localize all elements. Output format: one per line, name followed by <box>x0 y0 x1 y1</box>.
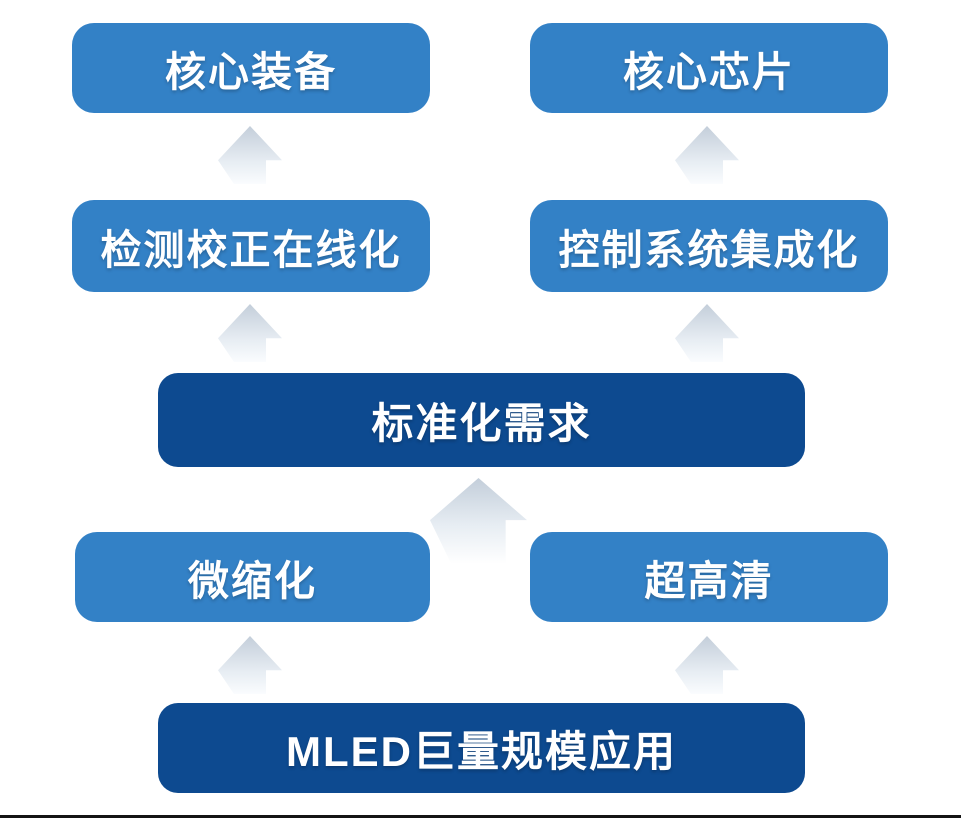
bottom-divider <box>0 815 961 818</box>
node-control-system: 控制系统集成化 <box>530 200 888 292</box>
up-arrow-icon <box>218 126 282 184</box>
node-miniaturization-label: 微缩化 <box>188 558 317 604</box>
up-arrow-icon <box>675 636 739 694</box>
big-up-arrow-icon <box>430 478 527 564</box>
up-arrow-icon <box>218 636 282 694</box>
up-arrow-icon <box>675 304 739 362</box>
node-inspection-correction-label: 检测校正在线化 <box>100 227 402 273</box>
node-inspection-correction: 检测校正在线化 <box>72 200 430 292</box>
node-mled-application: MLED巨量规模应用 <box>158 703 805 793</box>
node-ultra-hd-label: 超高清 <box>644 558 774 604</box>
node-miniaturization: 微缩化 <box>75 532 430 622</box>
up-arrow-icon <box>218 304 282 362</box>
up-arrow-icon <box>675 126 739 184</box>
node-ultra-hd: 超高清 <box>530 532 888 622</box>
node-core-equipment: 核心装备 <box>72 23 430 113</box>
node-core-chip-label: 核心芯片 <box>623 49 795 95</box>
node-standardization-label: 标准化需求 <box>371 399 592 447</box>
node-mled-application-label: MLED巨量规模应用 <box>286 727 677 775</box>
node-core-equipment-label: 核心装备 <box>165 49 337 95</box>
node-control-system-label: 控制系统集成化 <box>558 227 860 273</box>
node-standardization: 标准化需求 <box>158 373 805 467</box>
node-core-chip: 核心芯片 <box>530 23 888 113</box>
